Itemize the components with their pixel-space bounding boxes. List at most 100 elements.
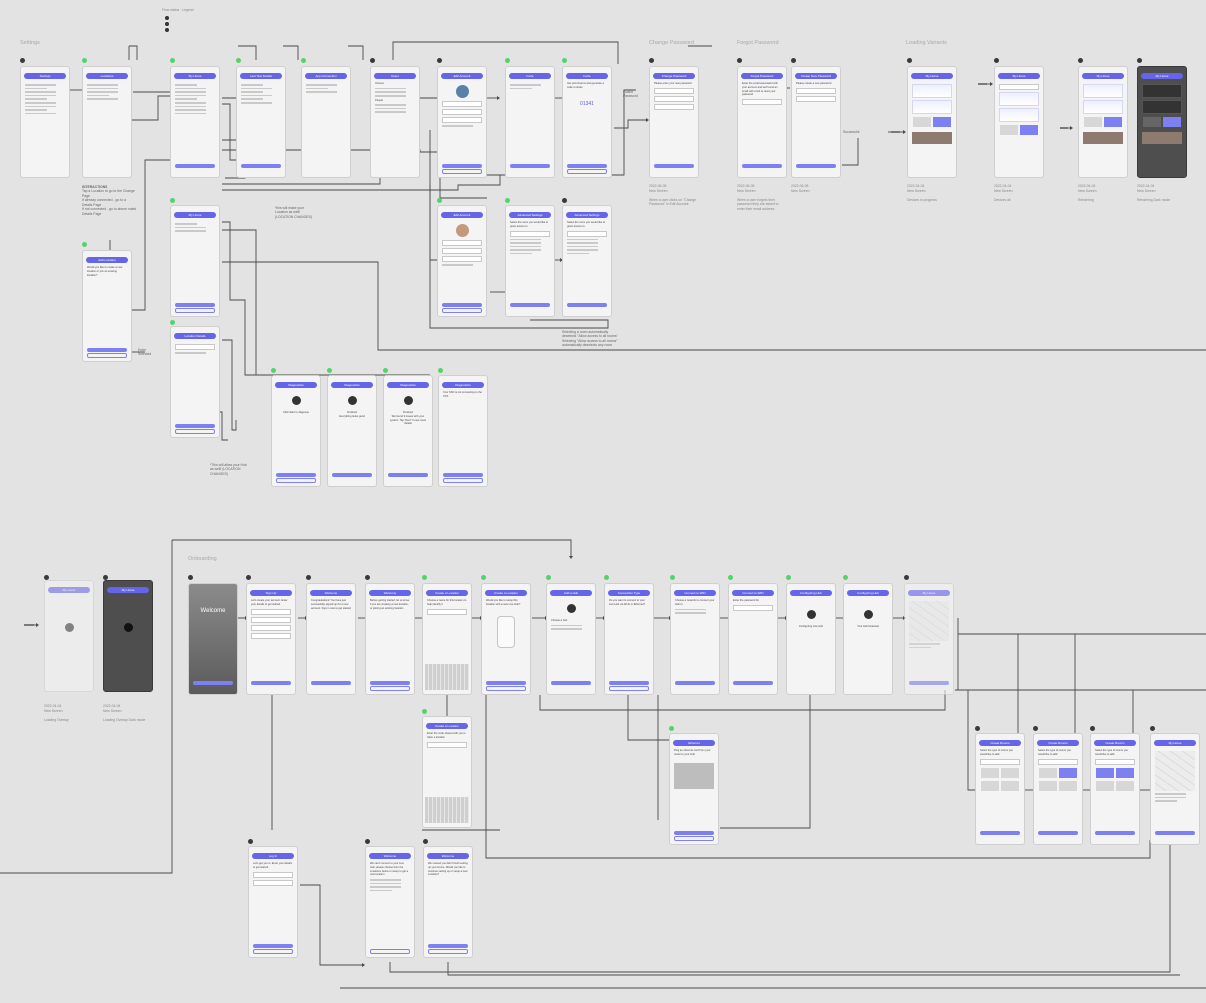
avatar bbox=[456, 224, 469, 237]
screen-create-location-1[interactable]: Create a Location Choose a name for this… bbox=[422, 583, 472, 695]
connection-type-body: Do you want to connect to your Live Hub … bbox=[605, 596, 653, 610]
onboarding-loading-2-label: 2022-04-04New ScreenLoading Overlay Dark… bbox=[103, 704, 153, 722]
screen-change-password[interactable]: Change Password Please enter your new pa… bbox=[649, 66, 699, 178]
status-dot-icon bbox=[546, 575, 551, 580]
screen-loading-2[interactable]: My Home bbox=[994, 66, 1044, 178]
screen-welcome-3[interactable]: Welcome We can't connect to your Live Hu… bbox=[365, 846, 415, 958]
status-dot-icon bbox=[170, 58, 175, 63]
screen-title: Configuring Hub bbox=[847, 590, 889, 596]
screen-connect-wifi-1[interactable]: Connect to WiFi Choose a network to conn… bbox=[670, 583, 720, 695]
screen-create-location-2[interactable]: Create a Location Would you like to setu… bbox=[481, 583, 531, 695]
keyboard[interactable] bbox=[425, 664, 469, 690]
screen-title: My Home bbox=[107, 587, 149, 593]
screen-configuring-hub-2[interactable]: Configuring Hub Your Hub Detected bbox=[843, 583, 893, 695]
screen-add-hub[interactable]: Add a Hub Choose a hub bbox=[546, 583, 596, 695]
status-dot-icon bbox=[481, 575, 486, 580]
status-dot-icon bbox=[786, 575, 791, 580]
hub-device-image bbox=[497, 616, 515, 648]
section-title-change-password: Change Password bbox=[649, 40, 694, 46]
locations-note: *Ihis will make your Location as well! (… bbox=[275, 206, 315, 219]
advanced-body: Select the room you would like to grant … bbox=[510, 221, 548, 228]
screen-ethernet[interactable]: Ethernet Plug an ethernet cord from your… bbox=[669, 733, 719, 845]
screen-forgot-password[interactable]: Forgot Password Enter the email associat… bbox=[737, 66, 787, 178]
status-dot-icon bbox=[370, 58, 375, 63]
map-view[interactable] bbox=[909, 601, 949, 641]
forgot-note: Successful bbox=[843, 130, 867, 134]
screen-onboarding-loading-1[interactable]: My Home bbox=[44, 580, 94, 692]
welcome-2-body: Before getting started, let us know if y… bbox=[366, 596, 414, 613]
screen-edit-account-2[interactable]: Edit Account bbox=[437, 205, 487, 317]
screen-advanced-settings-1[interactable]: Advanced Settings Select the room you wo… bbox=[505, 205, 555, 317]
screen-my-home-2[interactable]: My Home bbox=[170, 205, 220, 317]
screen-create-rooms-2[interactable]: Create Rooms Select the type of rooms yo… bbox=[1033, 733, 1083, 845]
status-dot-icon bbox=[188, 575, 193, 580]
screen-create-rooms-1[interactable]: Create Rooms Select the type of rooms yo… bbox=[975, 733, 1025, 845]
section-title-settings: Settings bbox=[20, 40, 40, 46]
create-new-password-body: Please create a new password bbox=[796, 82, 831, 85]
screen-location-details[interactable]: Location Details bbox=[170, 326, 220, 438]
screen-create-rooms-3[interactable]: Create Rooms Select the type of rooms yo… bbox=[1090, 733, 1140, 845]
screen-add-location[interactable]: Add Location Would you like to create a … bbox=[82, 250, 132, 362]
screen-connect-wifi-2[interactable]: Connect to WiFi Enter the password for bbox=[728, 583, 778, 695]
status-dot-icon bbox=[82, 242, 87, 247]
screen-edit-account[interactable]: Edit Account bbox=[437, 66, 487, 178]
screen-my-home-final[interactable]: My Home bbox=[1150, 733, 1200, 845]
screen-diagnostics-4[interactable]: Diagnostics Your SSO is not connecting t… bbox=[438, 375, 488, 487]
legend-dot-icon bbox=[165, 22, 169, 26]
screen-locations[interactable]: Locations bbox=[82, 66, 132, 178]
screen-loading-4-dark[interactable]: My Home bbox=[1137, 66, 1187, 178]
legend-dot-icon bbox=[165, 28, 169, 32]
screen-loading-3[interactable]: My Home bbox=[1078, 66, 1128, 178]
status-dot-icon bbox=[1078, 58, 1083, 63]
status-dot-icon bbox=[170, 320, 175, 325]
diagnostics-status: Everything looks good bbox=[339, 415, 365, 418]
screen-settings[interactable]: Settings bbox=[20, 66, 70, 178]
screen-app-connection[interactable]: App Connection bbox=[301, 66, 351, 178]
screen-advanced-settings-2[interactable]: Advanced Settings Select the room you wo… bbox=[562, 205, 612, 317]
status-dot-icon bbox=[843, 575, 848, 580]
screen-last-test-details[interactable]: Last Test Details bbox=[236, 66, 286, 178]
location-edit-note: Enter Selected bbox=[138, 348, 158, 357]
screen-welcome-splash[interactable]: Welcome bbox=[188, 583, 238, 695]
screen-create-new-password[interactable]: Create New Password Please create a new … bbox=[791, 66, 841, 178]
keyboard[interactable] bbox=[425, 797, 469, 823]
wifi-2-body: Enter the password for bbox=[733, 599, 759, 602]
status-dot-icon bbox=[437, 58, 442, 63]
screen-title: Diagnostics bbox=[387, 382, 429, 388]
screen-connection-type[interactable]: Connection Type Do you want to connect t… bbox=[604, 583, 654, 695]
forgot-password-label: 2022-06-08New ScreenWhen a user forgets … bbox=[737, 184, 787, 212]
screen-configuring-hub-1[interactable]: Configuring Hub Configuring Live Hub bbox=[786, 583, 836, 695]
invite-note: Invalid Password bbox=[623, 90, 639, 99]
screen-loading-1[interactable]: My Home bbox=[907, 66, 957, 178]
status-dot-icon bbox=[236, 58, 241, 63]
status-dot-icon bbox=[1150, 726, 1155, 731]
screen-welcome-4[interactable]: Welcome We noticed you didn't finish set… bbox=[423, 846, 473, 958]
screen-welcome-2[interactable]: Welcome Before getting started, let us k… bbox=[365, 583, 415, 695]
status-dot-icon bbox=[562, 58, 567, 63]
status-dot-icon bbox=[728, 575, 733, 580]
welcome-body: Congratulations! You have just successfu… bbox=[307, 596, 355, 613]
users-group-owners: Owners bbox=[375, 82, 384, 85]
screen-invite[interactable]: Invite bbox=[505, 66, 555, 178]
screen-create-location-3[interactable]: Create a Location Enter the code shared … bbox=[422, 716, 472, 828]
screen-onboarding-loading-2[interactable]: My Home bbox=[103, 580, 153, 692]
screen-diagnostics-1[interactable]: Diagnostics Click Start to diagnose bbox=[271, 375, 321, 487]
screen-sign-up[interactable]: Sign Up Let's create your account. Enter… bbox=[246, 583, 296, 695]
hub-detected-body: Your Hub Detected bbox=[844, 622, 892, 632]
status-dot-icon bbox=[994, 58, 999, 63]
status-dot-icon bbox=[907, 58, 912, 63]
map-view[interactable] bbox=[1155, 751, 1195, 791]
screen-welcome-1[interactable]: Welcome Congratulations! You have just s… bbox=[306, 583, 356, 695]
status-dot-icon bbox=[1033, 726, 1038, 731]
screen-map[interactable]: My Home bbox=[904, 583, 954, 695]
screen-log-in[interactable]: Log In Let's get you in. Enter your deta… bbox=[248, 846, 298, 958]
screen-my-home[interactable]: My Home bbox=[170, 66, 220, 178]
screen-invite-code[interactable]: Invite Get permissions and generate a co… bbox=[562, 66, 612, 178]
diagnostics-icon bbox=[292, 396, 301, 405]
section-title-forgot-password: Forgot Password bbox=[737, 40, 779, 46]
onboarding-loading-1-label: 2022-04-04New ScreenLoading Overlay bbox=[44, 704, 94, 722]
